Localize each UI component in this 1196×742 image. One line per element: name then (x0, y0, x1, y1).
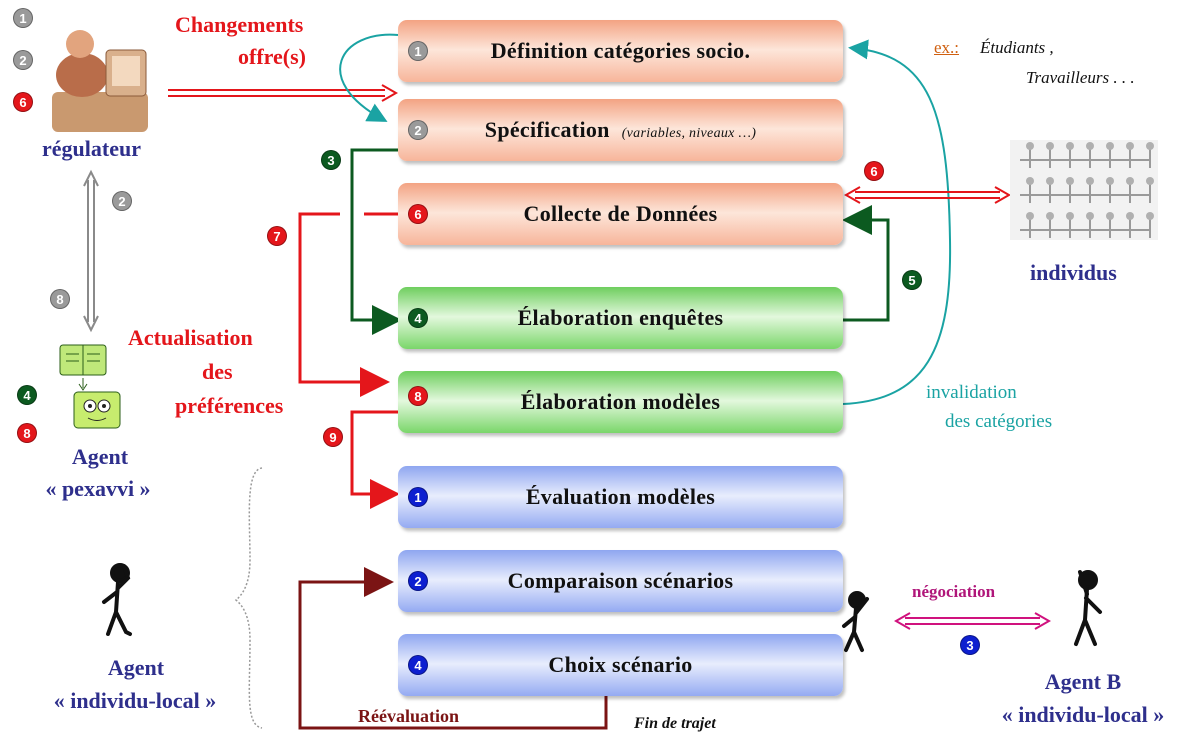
red-path-7 (298, 212, 390, 397)
step-choix-label: Choix scénario (548, 652, 693, 677)
reevaluation-label: Réévaluation (358, 706, 459, 726)
example-line1: Étudiants , (980, 38, 1054, 57)
negotiation-arrow (893, 612, 1052, 630)
step-choix-box[interactable]: Choix scénario (398, 634, 843, 696)
regulator-badge-1: 1 (13, 8, 33, 28)
pexavvi-badge-4: 4 (17, 385, 37, 405)
green-badge-5: 5 (902, 270, 922, 290)
invalidation-label-1: invalidation (926, 382, 1017, 403)
step-collecte-box[interactable]: Collecte de Données (398, 183, 843, 245)
agent-b-line1: Agent B (1044, 669, 1122, 694)
invalidation-curve (842, 39, 952, 405)
example-prefix: ex.: (934, 38, 960, 57)
brace (234, 467, 263, 729)
green-path-5 (842, 205, 890, 322)
step-collecte-label: Collecte de Données (523, 201, 718, 226)
step-enquetes-label: Élaboration enquêtes (517, 305, 724, 330)
step-enquetes-box[interactable]: Élaboration enquêtes (398, 287, 843, 349)
agent-b-line2: « individu-local » (1001, 702, 1165, 727)
step-comparaison-label: Comparaison scénarios (507, 568, 734, 593)
pexavvi-badge-8: 8 (17, 423, 37, 443)
agent-local-line1: Agent (107, 655, 165, 680)
regulator-agent-arrow (83, 169, 99, 333)
step-specification-sub: (variables, niveaux …) (621, 126, 757, 141)
changements-label-1: Changements (175, 12, 304, 37)
step-evaluation-number: 1 (408, 487, 428, 507)
invalidation-label-2: des catégories (945, 411, 1053, 432)
regulator-agent-badge-top: 2 (112, 191, 132, 211)
step-comparaison-number: 2 (408, 571, 428, 591)
pexavvi-agent-icon (59, 344, 121, 429)
red-path-9 (350, 410, 400, 509)
agent-local-line2: « individu-local » (53, 688, 217, 713)
step-specification-number: 2 (408, 120, 428, 140)
teal-small-curve (339, 33, 399, 122)
step-modeles-label: Élaboration modèles (520, 389, 721, 414)
step-definition-label: Définition catégories socio. (490, 38, 751, 63)
red-badge-6: 6 (864, 161, 884, 181)
step-evaluation-label: Évaluation modèles (525, 484, 716, 509)
fin-trajet-label: Fin de trajet (634, 715, 716, 732)
reevaluation-loop (298, 567, 608, 730)
individus-label: individus (1030, 260, 1117, 285)
regulator-label: régulateur (42, 136, 141, 161)
pexavvi-line1: Agent (71, 444, 129, 469)
example-line2: Travailleurs . . . (1026, 68, 1135, 87)
step-evaluation-box[interactable]: Évaluation modèles (398, 466, 843, 528)
step-enquetes-number: 4 (408, 308, 428, 328)
step-modeles-box[interactable]: Élaboration modèles (398, 371, 843, 433)
step-definition-box[interactable]: Définition catégories socio. (398, 20, 843, 82)
regulator-badge-2: 2 (13, 50, 33, 70)
step-modeles-number: 8 (408, 386, 428, 406)
regulator-agent-badge-bottom: 8 (50, 289, 70, 309)
regulator-figure-icon (52, 30, 148, 132)
step-specification-label: Spécification (484, 117, 610, 142)
agent-figure-icon (842, 591, 869, 652)
regulator-badge-6: 6 (13, 92, 33, 112)
blue-badge-3: 3 (960, 635, 980, 655)
green-path-3 (350, 148, 402, 335)
changements-arrow (168, 84, 399, 102)
agent-b-figure-icon (1074, 570, 1102, 646)
step-collecte-number: 6 (408, 204, 428, 224)
collecte-individus-arrow (843, 186, 1012, 204)
negociation-label: négociation (912, 582, 996, 601)
step-choix-number: 4 (408, 655, 428, 675)
changements-label-2: offre(s) (238, 44, 306, 69)
pexavvi-line2: « pexavvi » (45, 476, 151, 501)
red-badge-7: 7 (267, 226, 287, 246)
green-badge-3: 3 (321, 150, 341, 170)
actualisation-label-1: Actualisation (128, 325, 253, 350)
step-definition-number: 1 (408, 41, 428, 61)
red-badge-9: 9 (323, 427, 343, 447)
step-comparaison-box[interactable]: Comparaison scénarios (398, 550, 843, 612)
actualisation-label-2: des (202, 359, 233, 384)
actualisation-label-3: préférences (175, 393, 284, 418)
step-specification-box[interactable]: Spécification (variables, niveaux …) (398, 99, 843, 161)
individus-crowd-icon (1010, 140, 1158, 240)
agent-local-figure-icon (102, 563, 132, 636)
